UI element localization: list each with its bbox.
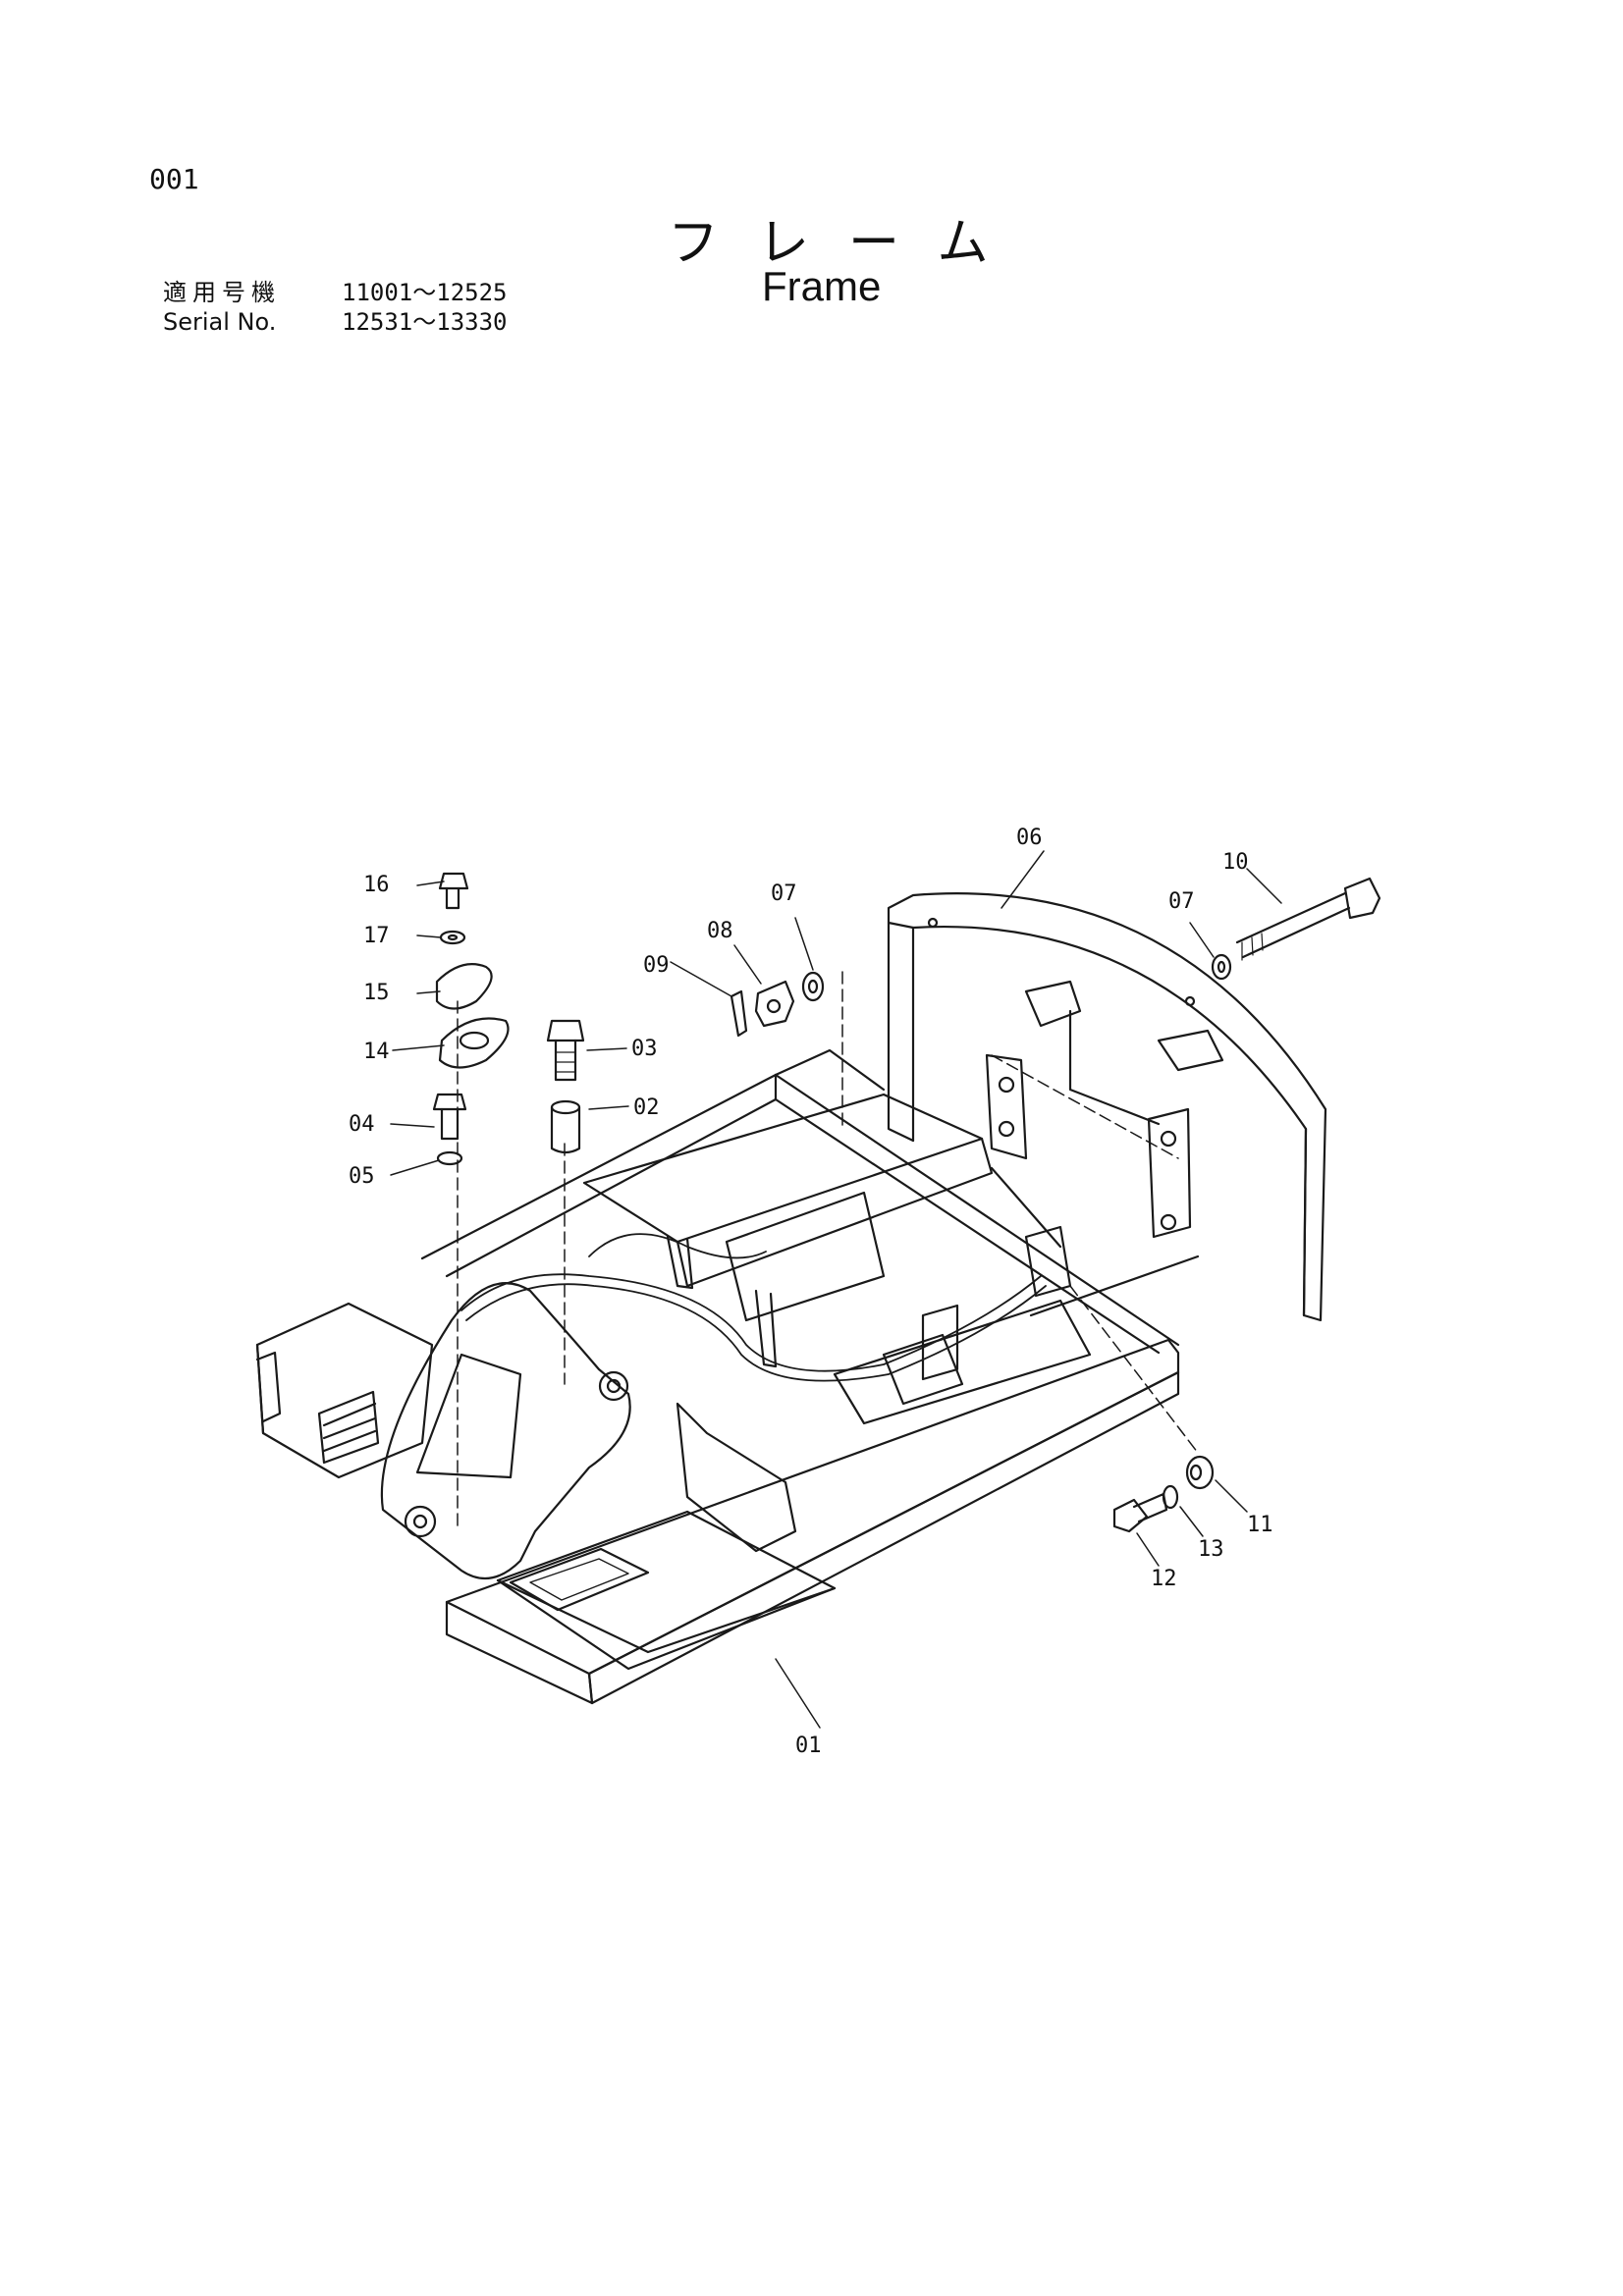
callout-03: 03 bbox=[631, 1037, 658, 1061]
serial-range-jp: 11001～12525 bbox=[342, 279, 508, 306]
callout-15: 15 bbox=[363, 981, 390, 1005]
page-title-english: Frame bbox=[762, 263, 882, 309]
main-deck-plate bbox=[445, 1338, 1180, 1705]
callout-02: 02 bbox=[633, 1095, 660, 1120]
part-14-plate bbox=[438, 1017, 510, 1069]
callout-13: 13 bbox=[1198, 1537, 1224, 1562]
part-03-bolt bbox=[546, 1019, 585, 1082]
swing-bracket bbox=[380, 1282, 797, 1580]
serial-label-en: Serial No. bbox=[163, 308, 277, 336]
inner-frame-members bbox=[582, 1093, 1200, 1425]
part-07-washer-left bbox=[801, 971, 825, 1002]
part-11-washer bbox=[1185, 1455, 1215, 1490]
leader-lines bbox=[390, 850, 1282, 1729]
part-02-collar bbox=[550, 1099, 581, 1154]
callout-06: 06 bbox=[1016, 826, 1043, 850]
part-08-nut bbox=[754, 980, 795, 1028]
part-12-bolt bbox=[1112, 1492, 1168, 1533]
callout-17: 17 bbox=[363, 924, 390, 948]
page-title-japanese: フレーム bbox=[668, 214, 1028, 273]
serial-row-en: Serial No. 12531～13330 bbox=[163, 307, 508, 337]
counterweight bbox=[887, 892, 1327, 1322]
frame-line-art bbox=[255, 850, 1381, 1729]
hose-route bbox=[460, 1233, 1047, 1382]
alignment-lines bbox=[457, 971, 1199, 1532]
callout-07-right: 07 bbox=[1168, 889, 1195, 914]
callout-01: 01 bbox=[795, 1734, 822, 1758]
serial-row-jp: 適用号機 11001～12525 bbox=[163, 278, 508, 307]
callout-labels: 16 17 15 14 03 02 04 05 09 08 07 06 07 1… bbox=[349, 826, 1273, 1758]
front-side-bracket bbox=[255, 1302, 434, 1479]
page-number: 001 bbox=[149, 163, 199, 195]
serial-label-jp: 適用号機 bbox=[163, 279, 281, 306]
part-07-washer-right bbox=[1211, 953, 1232, 981]
callout-09: 09 bbox=[643, 953, 670, 978]
part-09-pin bbox=[730, 989, 748, 1038]
callout-12: 12 bbox=[1151, 1567, 1177, 1591]
serial-range-block: 適用号機 11001～12525 Serial No. 12531～13330 bbox=[163, 278, 508, 337]
part-05-washer bbox=[436, 1150, 463, 1166]
callout-04: 04 bbox=[349, 1112, 375, 1137]
callout-05: 05 bbox=[349, 1164, 375, 1189]
callout-08: 08 bbox=[707, 919, 733, 943]
part-16-bolt bbox=[438, 872, 469, 945]
part-10-long-bolt bbox=[1235, 877, 1381, 961]
callout-11: 11 bbox=[1247, 1513, 1273, 1537]
part-04-bolt bbox=[432, 1093, 467, 1141]
part-15-plate bbox=[435, 963, 493, 1010]
callout-14: 14 bbox=[363, 1040, 390, 1064]
callout-10: 10 bbox=[1222, 850, 1249, 875]
callout-07-left: 07 bbox=[771, 881, 797, 906]
serial-range-en: 12531～13330 bbox=[342, 308, 508, 336]
callout-16: 16 bbox=[363, 873, 390, 897]
